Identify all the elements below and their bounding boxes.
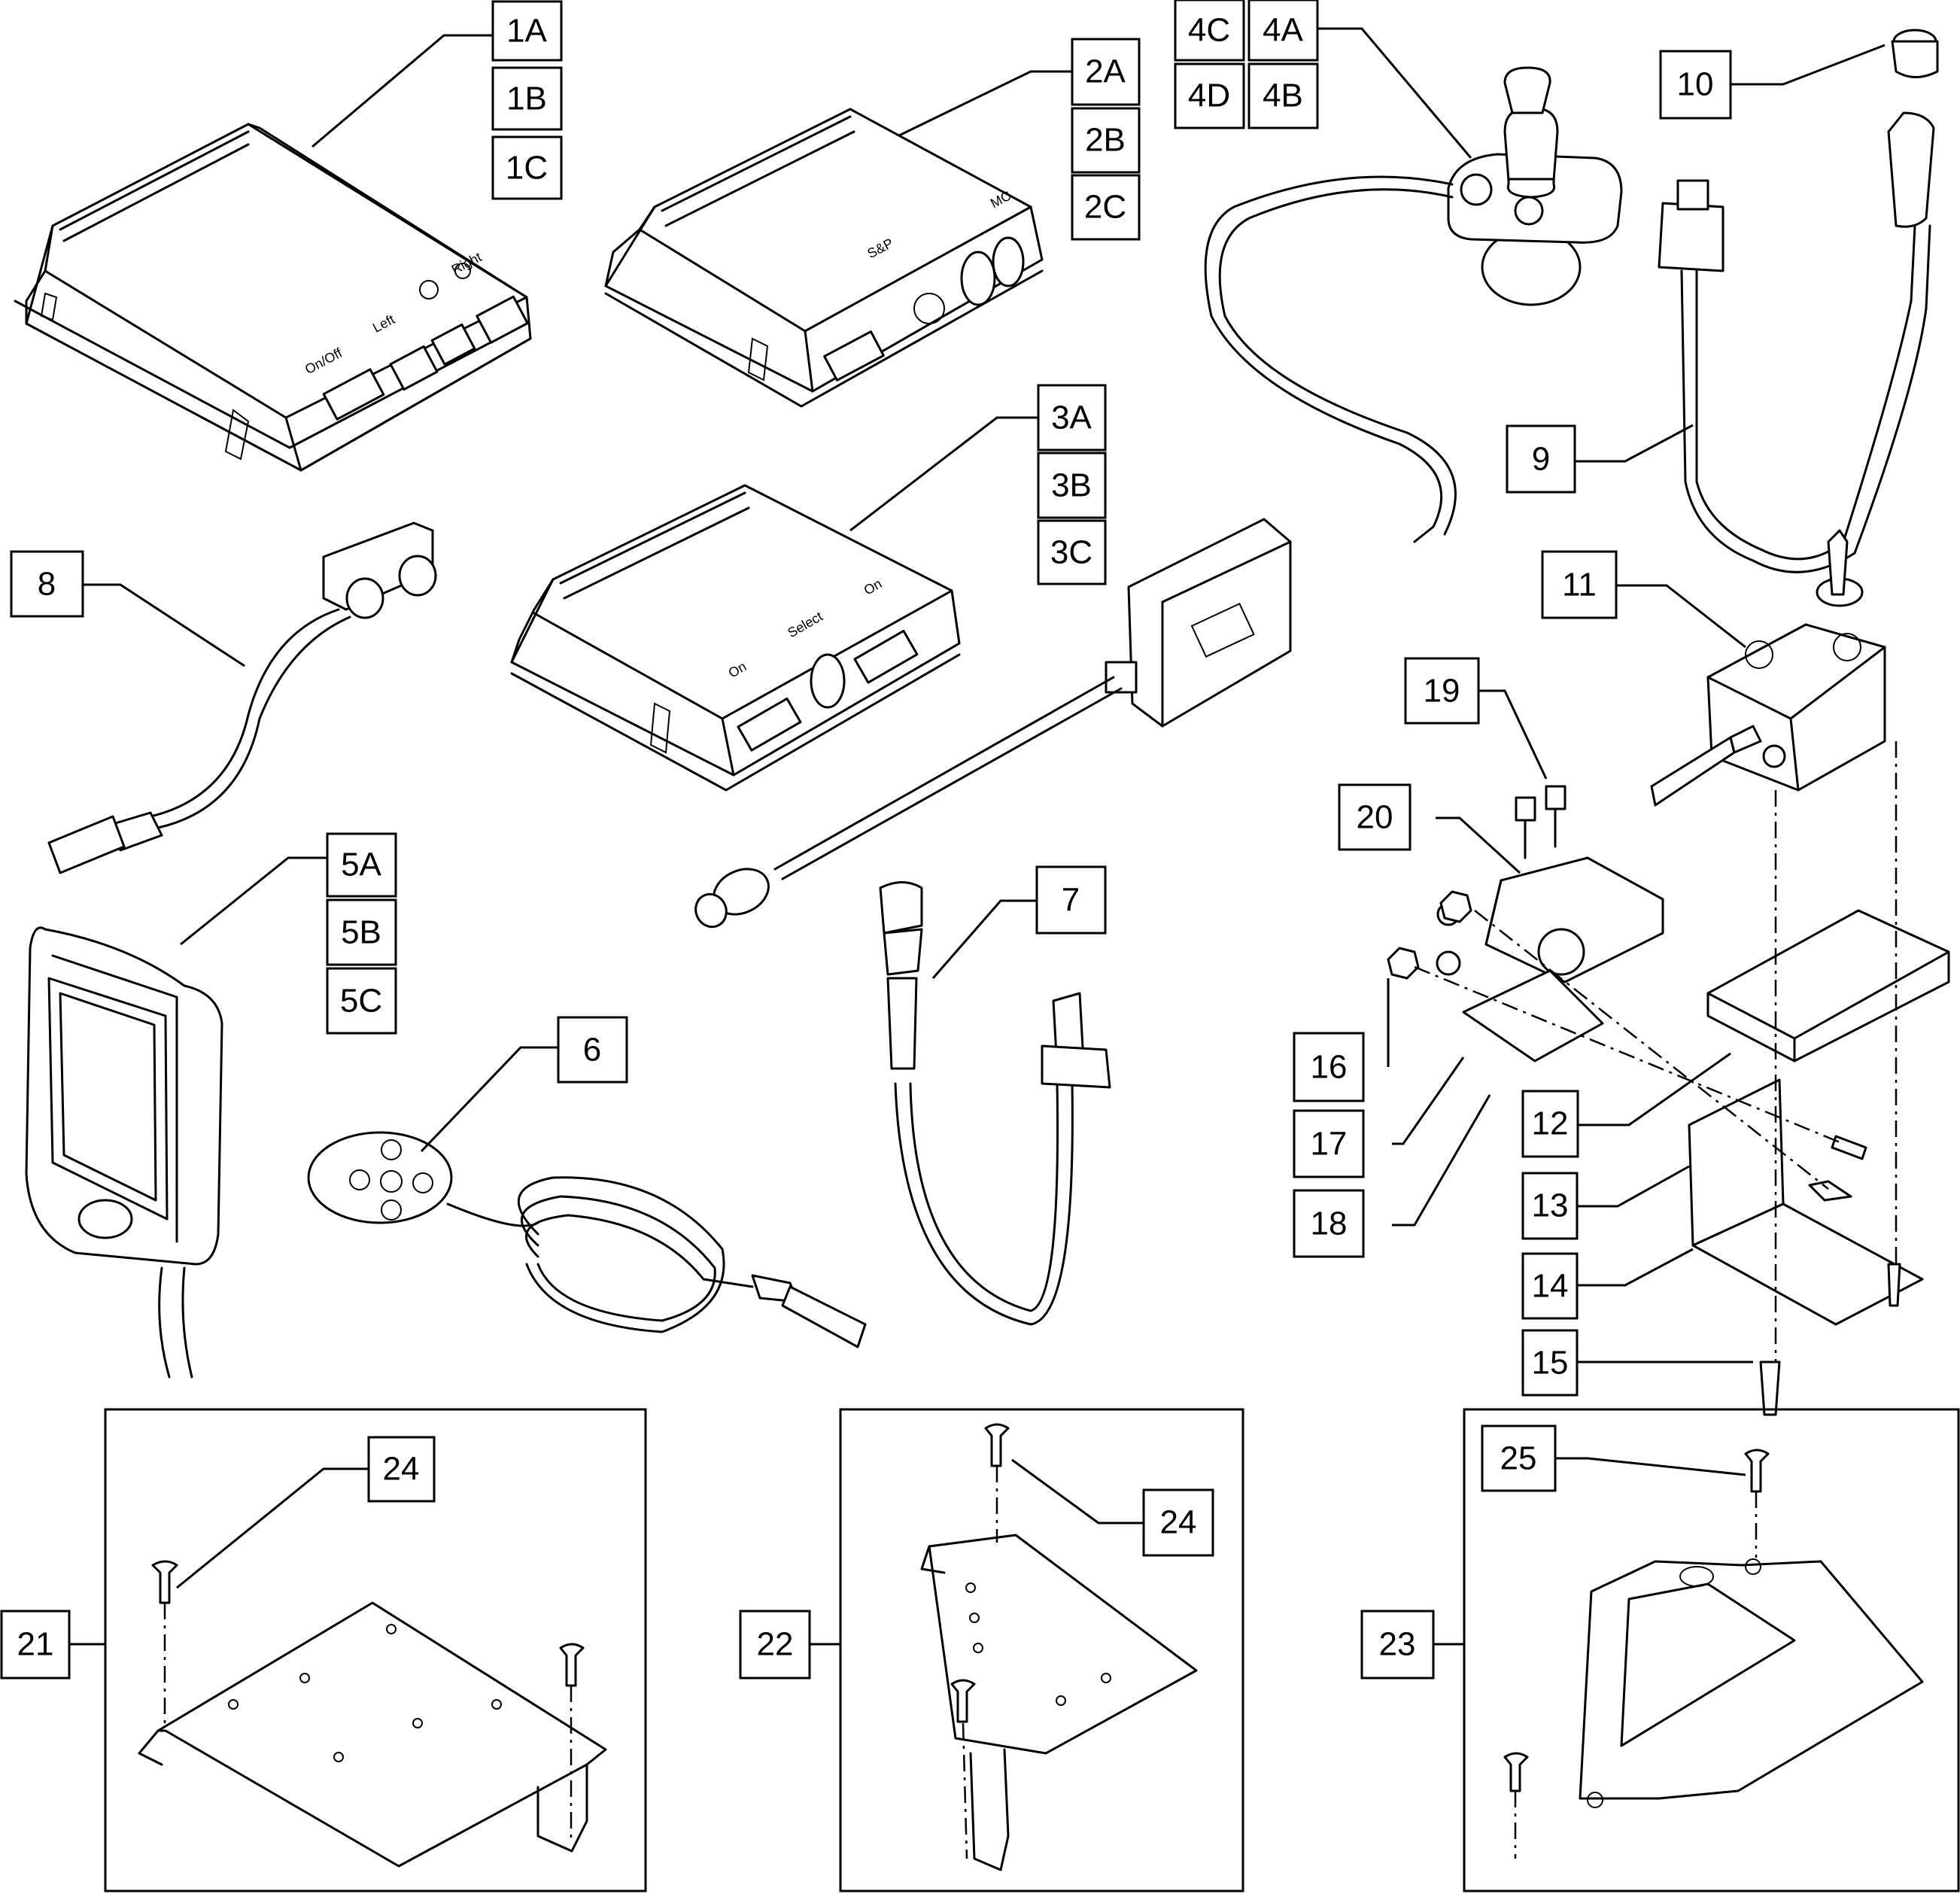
callout-24b: 24 — [1142, 1488, 1214, 1557]
svg-text:1C: 1C — [506, 150, 548, 187]
svg-text:18: 18 — [1311, 1205, 1348, 1242]
centerlines — [1414, 741, 1898, 1362]
callout-16: 16 — [1293, 1032, 1365, 1102]
callout-24a: 24 — [367, 1436, 436, 1503]
svg-text:24: 24 — [1160, 1504, 1197, 1541]
svg-text:23: 23 — [1379, 1626, 1416, 1663]
svg-text:4C: 4C — [1188, 12, 1230, 49]
svg-text:5B: 5B — [341, 914, 381, 951]
svg-text:22: 22 — [757, 1626, 794, 1663]
svg-text:21: 21 — [17, 1626, 54, 1663]
callout-4A: 4A — [1247, 0, 1319, 62]
callout-1C: 1C — [491, 135, 563, 200]
callout-17: 17 — [1293, 1109, 1365, 1178]
svg-text:11: 11 — [1562, 567, 1597, 603]
callout-7: 7 — [1035, 865, 1107, 935]
callout-14: 14 — [1521, 1252, 1579, 1320]
callout-5C: 5C — [326, 967, 397, 1035]
svg-text:3C: 3C — [1050, 534, 1092, 571]
callout-1A: 1A — [491, 0, 563, 62]
fasteners-14-15-19 — [1515, 785, 1901, 1416]
svg-text:25: 25 — [1500, 1440, 1537, 1477]
control-module-3: On Select On — [510, 484, 961, 792]
svg-text:6: 6 — [583, 1032, 601, 1069]
display-unit — [25, 926, 223, 1379]
bracket-13 — [1688, 1078, 1924, 1326]
svg-text:5C: 5C — [340, 983, 382, 1020]
leader-lines — [69, 27, 1886, 1646]
svg-text:7: 7 — [1062, 882, 1080, 919]
svg-text:1B: 1B — [506, 81, 547, 117]
callout-2A: 2A — [1071, 38, 1141, 106]
callout-5B: 5B — [326, 898, 397, 966]
control-module-1: On/Off Left Right — [14, 123, 532, 472]
callout-20: 20 — [1338, 783, 1412, 851]
svg-text:9: 9 — [1532, 441, 1550, 478]
svg-text:13: 13 — [1532, 1187, 1569, 1224]
svg-text:10: 10 — [1677, 66, 1714, 103]
svg-text:2A: 2A — [1085, 53, 1126, 90]
keypad-6 — [307, 1131, 867, 1348]
svg-text:15: 15 — [1532, 1345, 1569, 1382]
callout-1B: 1B — [491, 66, 563, 131]
svg-text:4A: 4A — [1263, 12, 1303, 49]
callout-23: 23 — [1360, 1610, 1435, 1680]
svg-text:24: 24 — [383, 1451, 420, 1488]
cable-7 — [879, 881, 1111, 1326]
switch-8 — [47, 521, 437, 874]
svg-text:20: 20 — [1357, 799, 1393, 836]
callout-2C: 2C — [1071, 174, 1141, 241]
callouts: 1A 1B 1C 2A 2B 2C 3A 3B 3C 4C 4A 4D 4B 5… — [0, 0, 1732, 1680]
panel-22 — [839, 1408, 1244, 1892]
callout-5A: 5A — [326, 832, 397, 898]
svg-text:4D: 4D — [1188, 78, 1230, 114]
callout-19: 19 — [1404, 657, 1480, 725]
callout-18: 18 — [1293, 1189, 1365, 1258]
nuts-16 — [1387, 890, 1472, 980]
callout-22: 22 — [739, 1610, 811, 1680]
callout-3C: 3C — [1037, 519, 1107, 585]
cable-9 — [1658, 111, 1935, 573]
callout-11: 11 — [1541, 550, 1618, 619]
callout-8: 8 — [10, 550, 84, 618]
callout-2B: 2B — [1071, 107, 1141, 174]
callout-15: 15 — [1521, 1329, 1579, 1397]
svg-text:8: 8 — [38, 566, 56, 603]
mount-plate-12 — [1706, 909, 1950, 1063]
panel-23 — [1463, 1408, 1960, 1892]
callout-6: 6 — [557, 1016, 628, 1084]
svg-text:17: 17 — [1311, 1126, 1348, 1163]
panel-21 — [104, 1408, 647, 1892]
svg-text:12: 12 — [1532, 1105, 1569, 1142]
callout-25: 25 — [1481, 1424, 1557, 1492]
svg-text:4B: 4B — [1263, 78, 1303, 114]
svg-text:5A: 5A — [341, 847, 381, 883]
joystick-assembly — [694, 66, 1623, 929]
svg-text:3A: 3A — [1051, 400, 1092, 436]
callout-13: 13 — [1521, 1172, 1579, 1240]
callout-4B: 4B — [1247, 62, 1319, 129]
callout-3A: 3A — [1037, 384, 1107, 451]
svg-text:14: 14 — [1532, 1268, 1569, 1305]
callout-4D: 4D — [1174, 62, 1245, 129]
svg-text:2C: 2C — [1084, 189, 1126, 226]
callout-3B: 3B — [1037, 451, 1107, 519]
svg-text:3B: 3B — [1051, 467, 1092, 504]
cap-10 — [1891, 29, 1939, 78]
callout-4C: 4C — [1174, 0, 1245, 62]
clamp-17-18-20 — [1436, 856, 1664, 1063]
svg-text:1A: 1A — [506, 13, 547, 50]
control-module-2: S&P MC — [604, 108, 1044, 408]
svg-text:19: 19 — [1424, 673, 1460, 710]
callout-12: 12 — [1521, 1090, 1579, 1158]
svg-text:16: 16 — [1311, 1049, 1348, 1086]
callout-10: 10 — [1659, 50, 1732, 120]
joystick-box-11 — [1650, 529, 1886, 807]
callout-9: 9 — [1506, 424, 1576, 494]
svg-text:2B: 2B — [1085, 122, 1126, 159]
callout-21: 21 — [0, 1610, 71, 1680]
